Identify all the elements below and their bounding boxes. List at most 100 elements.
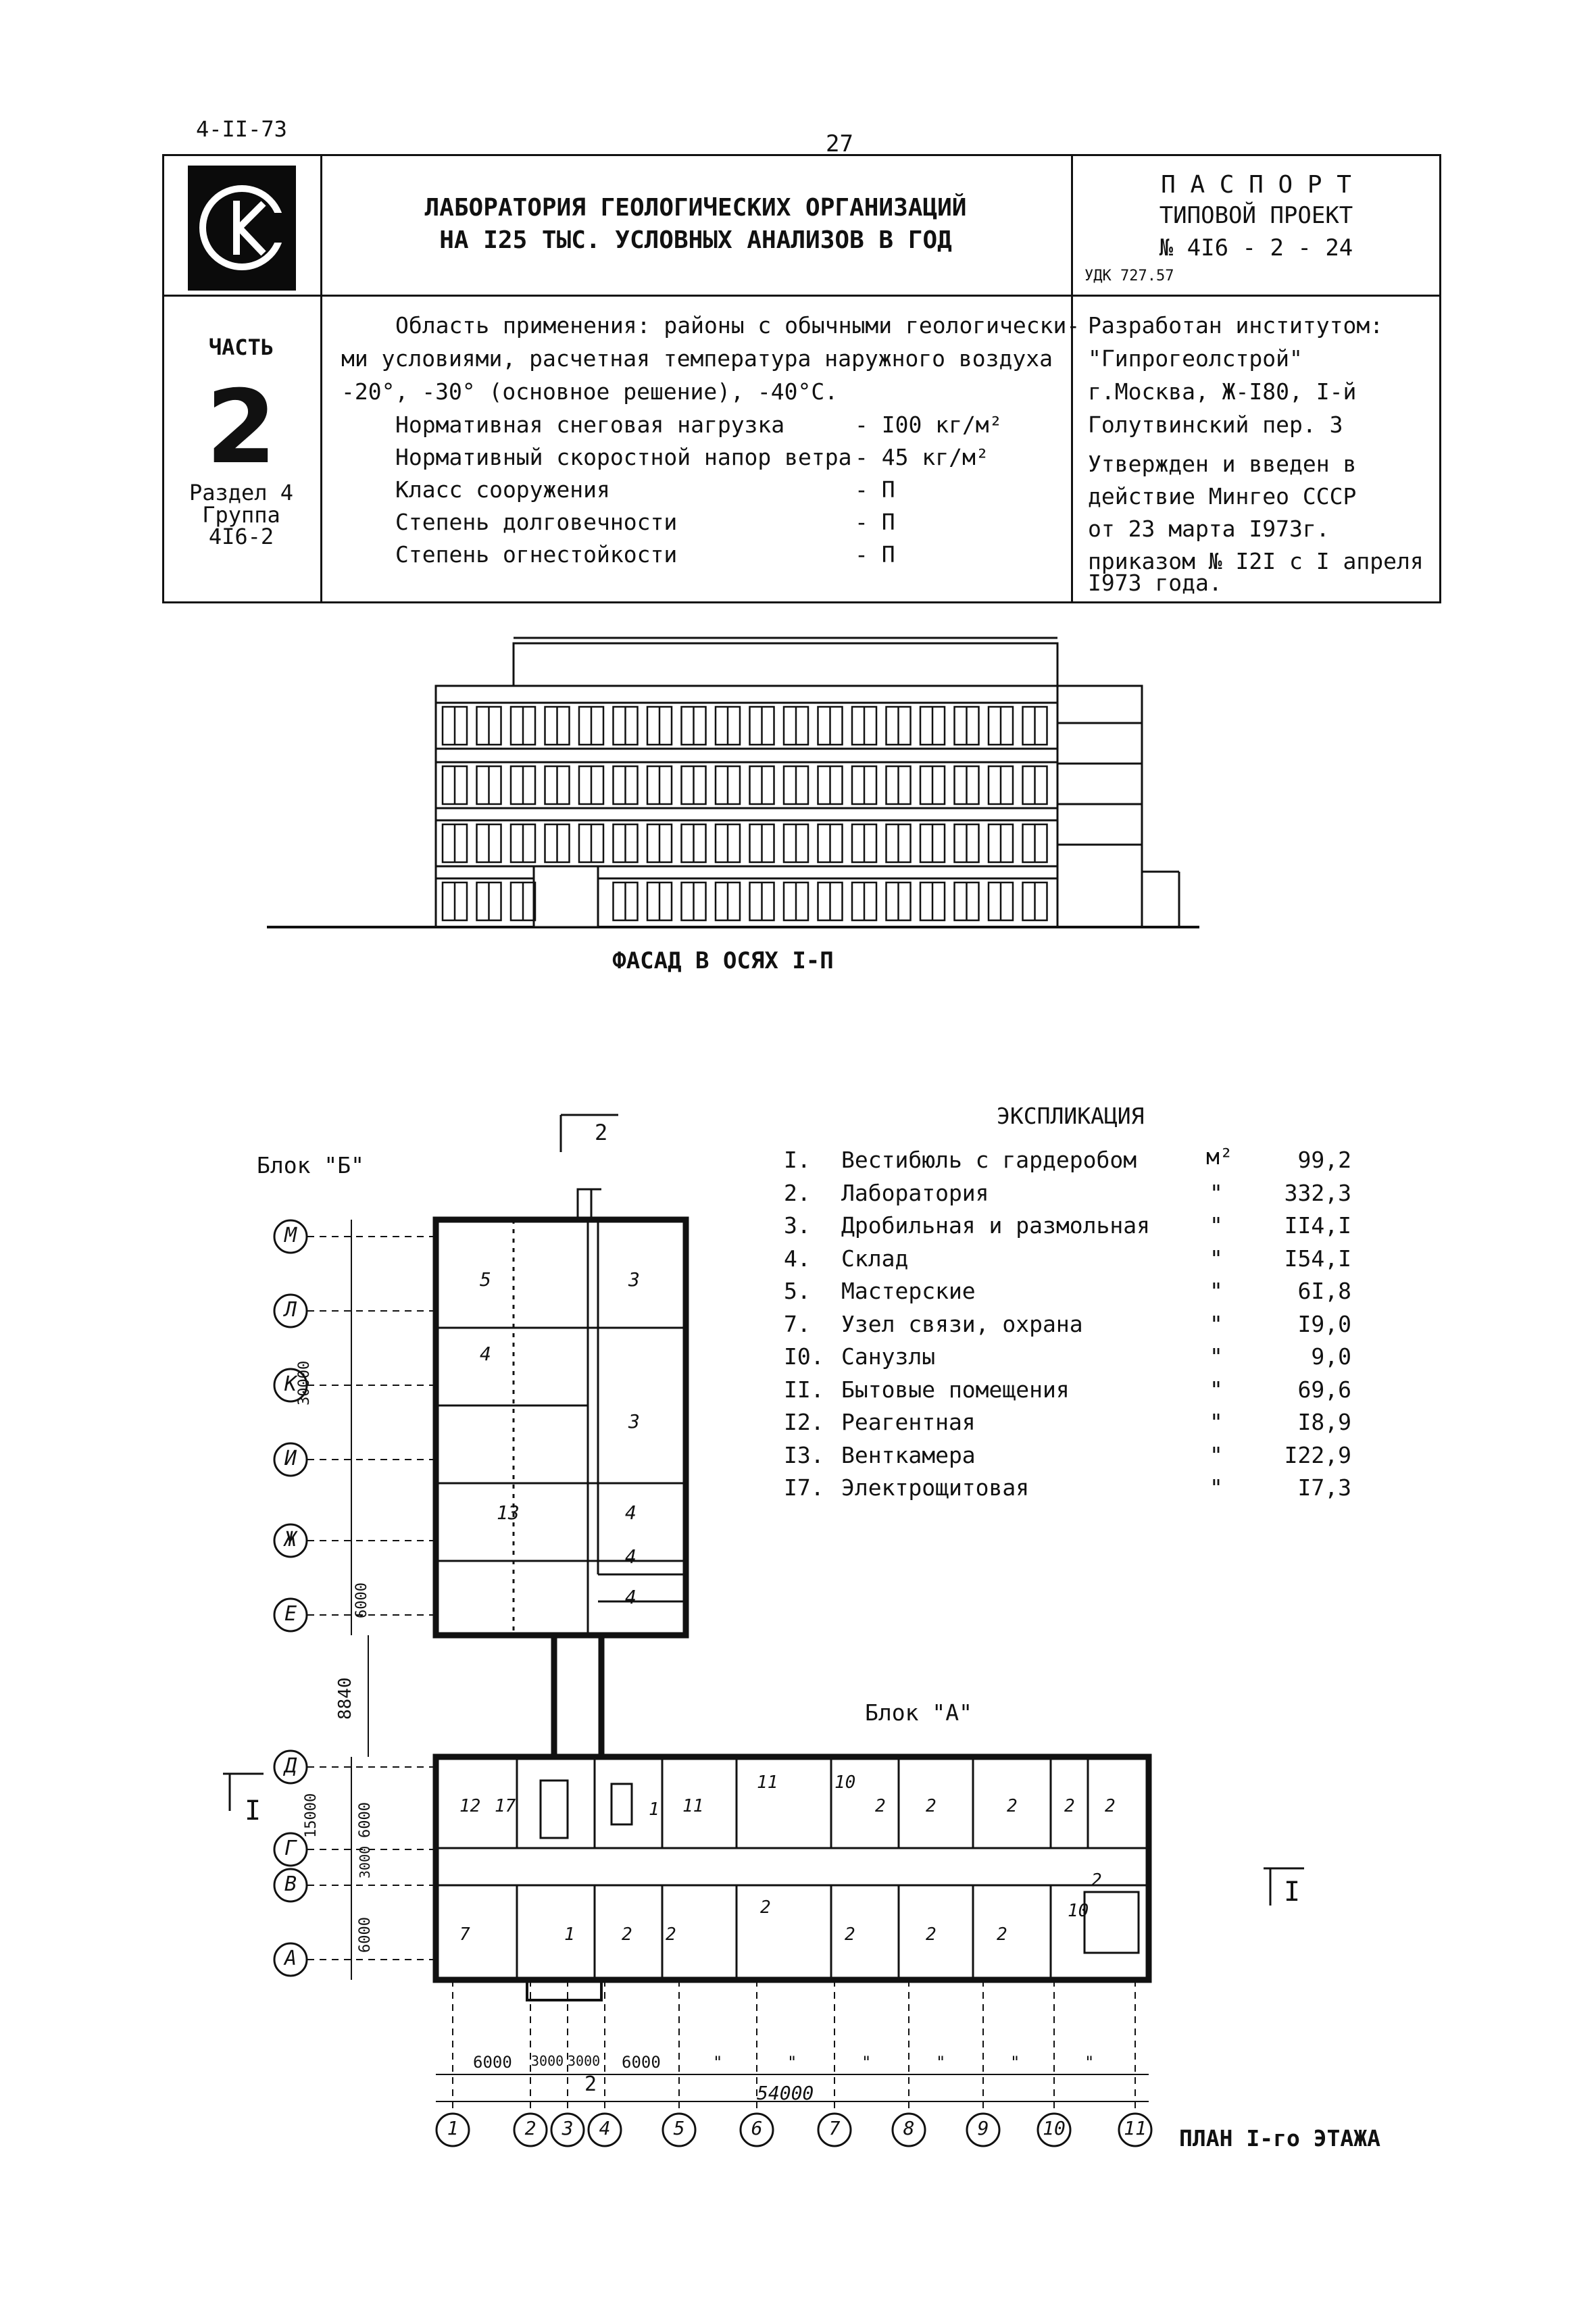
dim-bottom-10: " [1084,2053,1095,2072]
dim-bottom-6: " [787,2053,797,2072]
param-value-fire: - П [855,541,895,568]
explication-mark: " [1210,1179,1223,1206]
section-mark-bottom: 2 [584,2072,597,2096]
explication-name: Электрощитовая [841,1474,1030,1501]
explication-area: II4,I [1284,1212,1351,1239]
dim-6000-a2: 6000 [357,1917,374,1953]
explication-mark: " [1210,1376,1223,1403]
axis-bubble-number [513,2112,548,2147]
explication-title: ЭКСПЛИКАЦИЯ [997,1103,1145,1129]
axis-bubble-number [435,2112,470,2147]
room-number: 2 [926,1796,937,1816]
explication-area: I7,3 [1297,1474,1351,1501]
title-block [162,154,1441,603]
room-number: 11 [682,1796,704,1816]
axis-label-number: 4 [599,2117,611,2139]
axis-label-letter: Е [284,1602,297,1626]
room-number: 4 [625,1586,637,1608]
dim-bottom-1: 6000 [473,2053,512,2072]
axis-bubble-letter [273,1597,308,1633]
axis-bubble-letter [273,1442,308,1477]
axis-label-number: 8 [903,2117,915,2139]
axis-bubble-letter [273,1219,308,1254]
title-block-divider [162,295,1441,297]
explication-area: I9,0 [1297,1310,1351,1337]
block-a-label: Блок "А" [865,1699,972,1726]
explication-name: Венткамера [841,1441,976,1468]
section-mark-top: 2 [595,1120,608,1145]
room-number: 2 [622,1924,632,1945]
room-number: 7 [459,1924,470,1945]
axis-bubble-number [550,2112,585,2147]
dim-bottom-2: 3000 [531,2053,564,2069]
axis-bubble-letter [273,1832,308,1867]
dim-bottom-4: 6000 [622,2053,661,2072]
dim-15000: 15000 [303,1793,320,1838]
explication-num: II. [784,1376,824,1403]
explication-num: I2. [784,1409,824,1435]
dim-bottom-3: 3000 [568,2053,601,2069]
explication-num: I7. [784,1474,824,1501]
axis-label-number: 6 [751,2117,763,2139]
room-number: 2 [926,1924,937,1945]
explication-mark: " [1210,1441,1223,1468]
plan-caption: ПЛАН I-го ЭТАЖА [1179,2125,1381,2151]
dim-8840: 8840 [335,1677,355,1720]
approval-line1: Утвержден и введен в [1088,451,1357,477]
axis-bubble-letter [273,1293,308,1328]
udk-code: УДК 727.57 [1084,268,1174,284]
explication-area: 332,3 [1284,1179,1351,1206]
dim-6000-b: 6000 [353,1583,370,1618]
axis-label-letter: Г [284,1837,297,1860]
dim-bottom-7: " [862,2053,872,2072]
explication-area: 6I,8 [1297,1278,1351,1304]
explication-name: Бытовые помещения [841,1376,1070,1403]
axis-bubble-letter [273,1942,308,1977]
part-section: Раздел 4 [189,480,294,505]
explication-num: 2. [784,1179,811,1206]
passport-label: П А С П О Р Т [1161,171,1351,199]
project-title-line1: ЛАБОРАТОРИЯ ГЕОЛОГИЧЕСКИХ ОРГАНИЗАЦИЙ [424,194,967,222]
explication-name: Реагентная [841,1409,976,1435]
dim-bottom-9: " [1010,2053,1020,2072]
axis-bubble-number [587,2112,622,2147]
axis-label-letter: Ж [284,1528,297,1551]
axis-label-letter: К [284,1372,297,1396]
explication-area: 99,2 [1297,1147,1351,1173]
approval-line4: приказом № I2I с I апреля [1088,548,1424,574]
axis-bubble-letter [273,1868,308,1903]
room-number: 3 [628,1410,640,1433]
explication-area: 9,0 [1311,1343,1351,1370]
axis-label-number: 3 [562,2117,574,2139]
room-number: 2 [1091,1870,1102,1891]
room-number: 17 [495,1796,516,1816]
dim-total: 54000 [757,2082,814,2104]
explication-name: Узел связи, охрана [841,1310,1083,1337]
axis-label-letter: В [284,1872,297,1896]
explication-name: Санузлы [841,1343,936,1370]
part-label: ЧАСТЬ [208,334,274,360]
room-number: 2 [1007,1796,1018,1816]
room-number: 2 [845,1924,855,1945]
axis-label-number: 1 [447,2117,459,2139]
doc-code: 4-II-73 [196,116,287,142]
axis-label-number: 2 [524,2117,537,2139]
explication-name: Склад [841,1245,909,1272]
developer-line3: г.Москва, Ж-I80, I-й [1088,378,1357,405]
room-number: 4 [480,1343,491,1365]
room-number: 2 [1105,1796,1116,1816]
explication-name: Лаборатория [841,1179,989,1206]
block-b-label: Блок "Б" [257,1152,364,1178]
approval-line5: I973 года. [1088,570,1222,596]
axis-bubble-number [1118,2112,1153,2147]
explication-area: I54,I [1284,1245,1351,1272]
explication-unit: м² [1206,1143,1233,1170]
explication-num: I3. [784,1441,824,1468]
explication-num: I. [784,1147,811,1173]
room-number: 4 [625,1501,637,1524]
part-group-code: 4I6-2 [208,524,274,549]
axis-label-letter: А [284,1947,297,1970]
explication-mark: " [1210,1212,1223,1239]
title-block-right-divider [1071,154,1073,603]
